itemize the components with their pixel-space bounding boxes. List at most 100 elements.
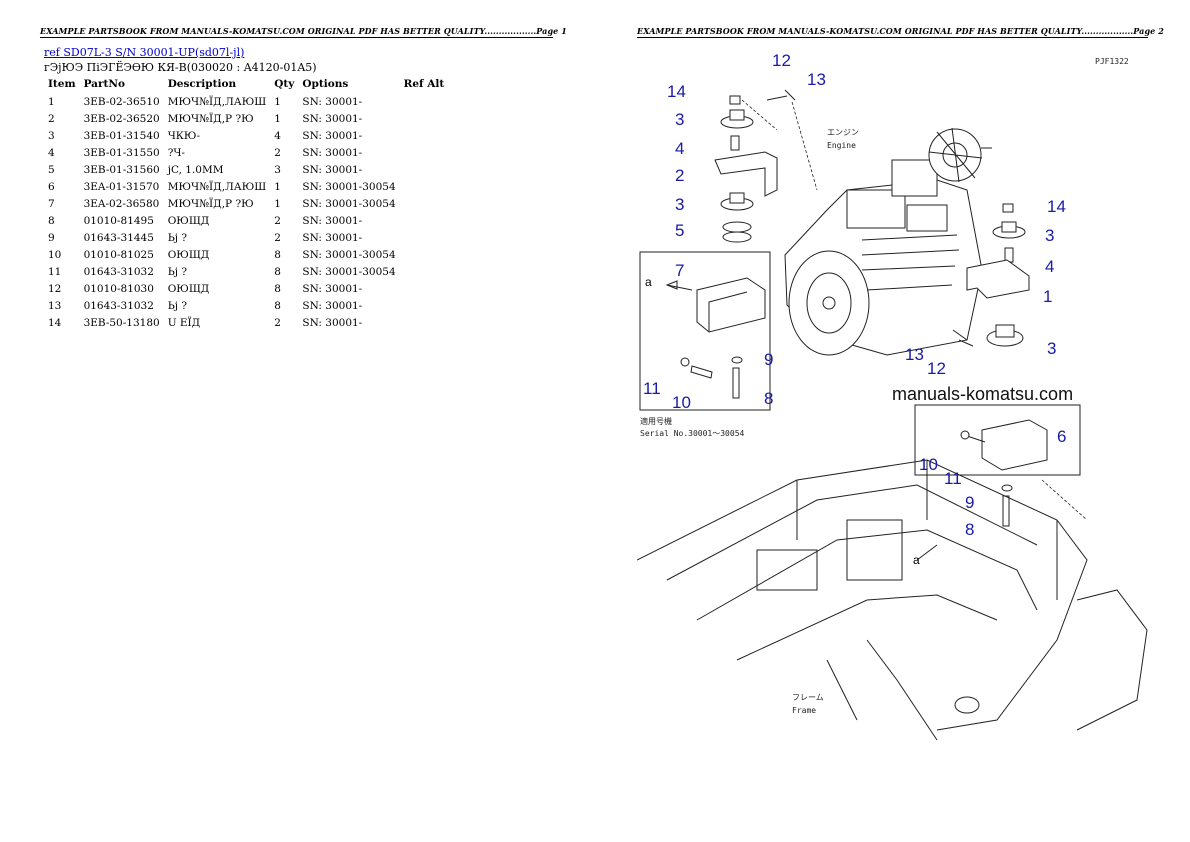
cell-item: 10 xyxy=(48,248,62,261)
cell-description: U ЕЇД xyxy=(167,316,201,329)
frame-illustration xyxy=(637,459,1148,741)
cell-partno: 3EB-02-36510 xyxy=(83,95,160,108)
callout-9-left: 9 xyxy=(764,350,773,369)
cell-item: 6 xyxy=(48,180,55,193)
callout-8-left: 8 xyxy=(764,389,773,408)
cell-description: Ьј ? xyxy=(167,231,187,244)
cell-options: SN: 30001-30054 xyxy=(302,197,396,210)
table-header-row: Item PartNo Description Qty Options Ref … xyxy=(44,76,448,93)
cell-qty: 1 xyxy=(274,197,281,210)
cell-refalt xyxy=(400,297,449,314)
cell-options: SN: 30001- xyxy=(302,299,363,312)
cell-refalt xyxy=(400,229,449,246)
cell-partno: 01010-81495 xyxy=(83,214,154,227)
cell-options: SN: 30001- xyxy=(302,282,363,295)
cell-qty: 4 xyxy=(274,129,281,142)
engine-label-jp: エンジン xyxy=(827,128,859,137)
cell-item: 13 xyxy=(48,299,62,312)
cell-partno: 01010-81030 xyxy=(83,282,154,295)
engine-illustration xyxy=(784,127,992,356)
serial-label-jp: 適用号機 xyxy=(640,416,672,426)
callout-5: 5 xyxy=(675,221,684,240)
cell-qty: 8 xyxy=(274,248,281,261)
cell-qty: 8 xyxy=(274,299,281,312)
callout-12-right: 12 xyxy=(927,359,946,378)
cell-partno: 01010-81025 xyxy=(83,248,154,261)
cell-refalt xyxy=(400,280,449,297)
cell-item: 8 xyxy=(48,214,55,227)
cell-options: SN: 30001- xyxy=(302,214,363,227)
cell-partno: 3EA-01-31570 xyxy=(83,180,160,193)
callout-1: 1 xyxy=(1043,287,1052,306)
diagram-code: PJF1322 xyxy=(1095,57,1129,66)
cell-options: SN: 30001- xyxy=(302,129,363,142)
cell-partno: 3EA-02-36580 xyxy=(83,197,160,210)
cell-partno: 3EB-50-13180 xyxy=(83,316,160,329)
cell-options: SN: 30001-30054 xyxy=(302,248,396,261)
col-partno: PartNo xyxy=(83,77,125,90)
cell-qty: 3 xyxy=(274,163,281,176)
callout-3-right-b: 3 xyxy=(1047,339,1056,358)
col-refalt: Ref Alt xyxy=(403,77,445,90)
watermark: manuals-komatsu.com xyxy=(892,384,1073,404)
ref-link[interactable]: ref SD07L-3 S/N 30001-UP(sd07l-jl) xyxy=(44,46,245,59)
inset-right-bracket xyxy=(914,404,1088,527)
col-options: Options xyxy=(302,77,349,90)
cell-options: SN: 30001- xyxy=(302,316,363,329)
cell-description: jC, 1.0MM xyxy=(167,163,224,176)
callout-2: 2 xyxy=(675,166,684,185)
cell-refalt xyxy=(400,314,449,331)
page-header-right: EXAMPLE PARTSBOOK FROM MANUALS-KOMATSU.C… xyxy=(637,26,1164,38)
engine-label: Engine xyxy=(827,141,856,150)
cell-partno: 3EB-02-36520 xyxy=(83,112,160,125)
arrow-label-a-frame: a xyxy=(913,553,920,567)
table-row: 10 01010-81025 ОЮЩД 8 SN: 30001-30054 xyxy=(44,246,448,263)
cell-qty: 1 xyxy=(274,180,281,193)
cell-qty: 8 xyxy=(274,265,281,278)
col-description: Description xyxy=(167,77,237,90)
callout-8-right: 8 xyxy=(965,520,974,539)
parts-diagram: PJF1322 エンジン Engine xyxy=(637,51,1148,741)
page-header-left: EXAMPLE PARTSBOOK FROM MANUALS-KOMATSU.C… xyxy=(40,26,567,38)
cell-qty: 2 xyxy=(274,146,281,159)
cell-description: ОЮЩД xyxy=(167,214,210,227)
cell-refalt xyxy=(400,178,449,195)
frame-label: Frame xyxy=(792,706,816,715)
serial-label: Serial No.30001～30054 xyxy=(640,429,745,438)
table-row: 7 3EA-02-36580 МЮЧ№ЇД,Р ?Ю 1 SN: 30001-30054 xyxy=(44,195,448,212)
cell-item: 7 xyxy=(48,197,55,210)
inset-serial-bracket xyxy=(639,251,771,411)
cell-refalt xyxy=(400,161,449,178)
cell-options: SN: 30001-30054 xyxy=(302,265,396,278)
cell-qty: 1 xyxy=(274,95,281,108)
cell-item: 9 xyxy=(48,231,55,244)
cell-description: ОЮЩД xyxy=(167,248,210,261)
cell-refalt xyxy=(400,127,449,144)
callout-10-right: 10 xyxy=(919,455,938,474)
cell-options: SN: 30001- xyxy=(302,163,363,176)
cell-description: ?Ч- xyxy=(167,146,185,159)
cell-options: SN: 30001-30054 xyxy=(302,180,396,193)
callout-3-right-a: 3 xyxy=(1045,226,1054,245)
callout-3-left-a: 3 xyxy=(675,110,684,129)
frame-label-jp: フレーム xyxy=(792,693,824,702)
cell-item: 1 xyxy=(48,95,55,108)
arrow-label-a-inset: a xyxy=(645,275,652,289)
cell-refalt xyxy=(400,263,449,280)
callout-12-top: 12 xyxy=(772,51,791,70)
callout-9-right: 9 xyxy=(965,493,974,512)
cell-item: 4 xyxy=(48,146,55,159)
callout-3-left-b: 3 xyxy=(675,195,684,214)
cell-description: МЮЧ№ЇД,ЛАЮШ xyxy=(167,95,267,108)
callout-10-left: 10 xyxy=(672,393,691,412)
right-mount-parts xyxy=(952,203,1030,347)
col-item: Item xyxy=(48,77,76,90)
cell-description: МЮЧ№ЇД,Р ?Ю xyxy=(167,197,254,210)
